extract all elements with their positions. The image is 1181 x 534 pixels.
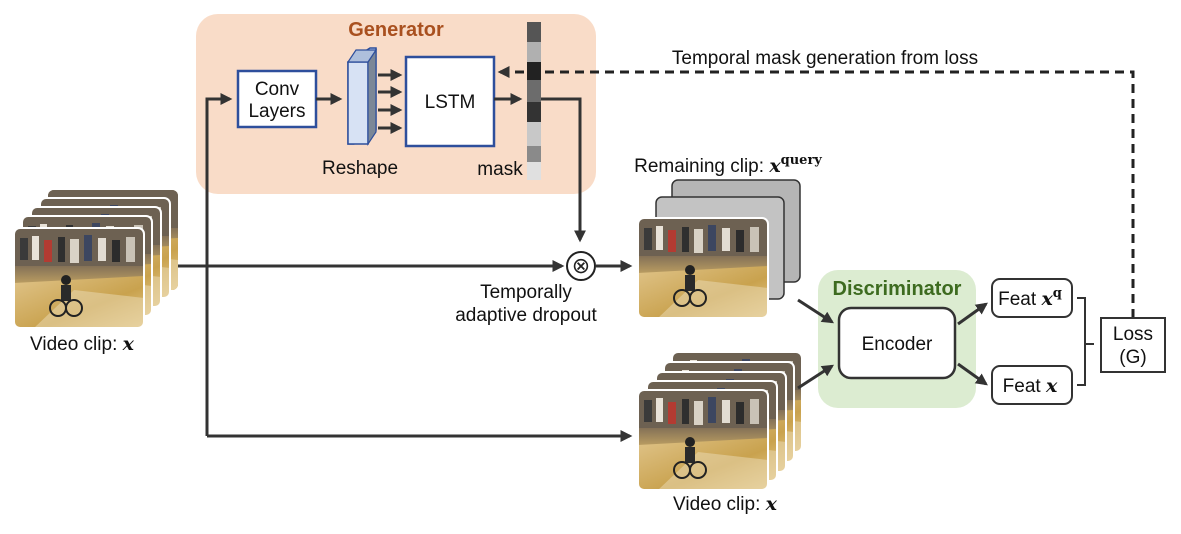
- remaining-clip-stack: [637, 179, 801, 319]
- encoder-to-feat-x-arrow: [957, 362, 988, 386]
- feat-x-box: [991, 365, 1073, 405]
- conv-layers-label-line1: Conv: [255, 79, 300, 100]
- loss-label-line2: (G): [1119, 347, 1146, 368]
- reshape-block: [346, 47, 378, 146]
- dropout-label-line1: Temporally: [480, 282, 572, 303]
- feat-bracket: [1077, 297, 1094, 386]
- generator-arrows: [316, 69, 523, 134]
- discriminator-title: Discriminator: [833, 278, 962, 300]
- bottom-clip-label: Video clip: x: [673, 493, 778, 515]
- feedback-label: Temporal mask generation from loss: [672, 48, 978, 69]
- input-to-generator-arrow: [205, 93, 233, 436]
- remaining-clip-label: Remaining clip: xquery: [634, 153, 822, 177]
- conv-layers-label-line2: Layers: [248, 101, 305, 122]
- dropout-operator-symbol: ⊗: [572, 253, 590, 278]
- reshape-label: Reshape: [322, 158, 398, 179]
- dropout-label-line2: adaptive dropout: [455, 305, 597, 326]
- loss-label-line1: Loss: [1113, 324, 1153, 345]
- dropout-operator: [566, 251, 596, 281]
- bottom-to-encoder-arrow: [797, 364, 835, 390]
- feat-q-label: Feat xq: [998, 286, 1062, 310]
- feedback-dashed-arrow: [497, 66, 1135, 318]
- generator-title: Generator: [348, 19, 444, 41]
- remaining-to-encoder-arrow: [797, 298, 835, 324]
- input-video-stack: [13, 190, 178, 329]
- loss-box: [1100, 317, 1166, 373]
- mask-label: mask: [477, 159, 523, 180]
- encoder-to-feat-q-arrow: [957, 302, 988, 326]
- encoder-label: Encoder: [862, 334, 933, 355]
- mask-to-dropout-arrow: [541, 97, 586, 243]
- feat-q-box: [991, 278, 1073, 318]
- mask-column: [527, 22, 541, 180]
- lstm-label: LSTM: [425, 92, 476, 113]
- lstm-box: [404, 55, 496, 148]
- input-clip-label: Video clip: x: [30, 333, 135, 355]
- bottom-video-stack: [637, 351, 803, 491]
- feat-x-label: Feat x: [1003, 375, 1058, 397]
- encoder-box: [837, 306, 957, 380]
